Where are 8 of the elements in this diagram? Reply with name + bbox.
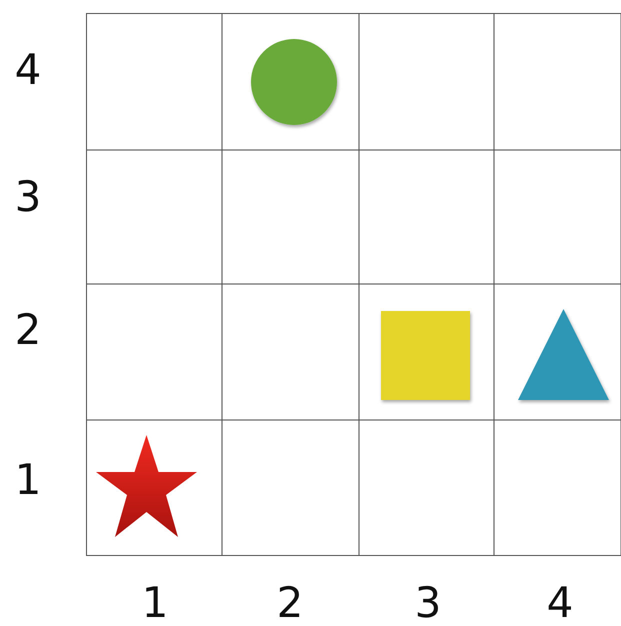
axis-number: 4 — [14, 49, 42, 91]
axis-number: 1 — [14, 459, 42, 501]
axis-number: 2 — [14, 309, 42, 351]
axis-number: 2 — [276, 582, 304, 624]
axis-number: 3 — [414, 582, 442, 624]
axis-number: 4 — [546, 582, 574, 624]
axis-number: 1 — [142, 582, 168, 624]
axis-number: 3 — [14, 176, 42, 218]
